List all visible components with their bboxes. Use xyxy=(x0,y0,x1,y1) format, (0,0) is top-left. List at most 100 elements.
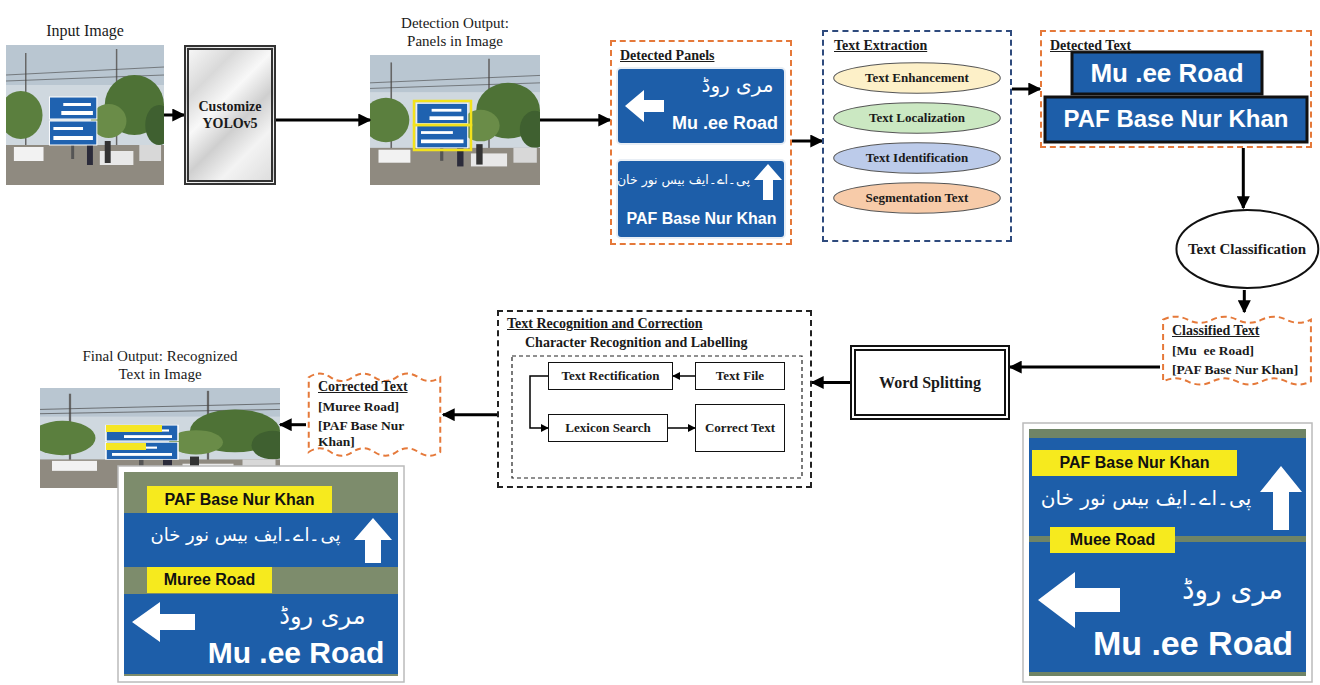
sign-text: مری روڈ xyxy=(1165,568,1300,612)
road-sign xyxy=(1029,542,1306,672)
recognized-text-tag: Muree Road xyxy=(147,567,272,593)
sign-text: پی۔اے۔ایف بیس نور خان xyxy=(1040,482,1252,514)
step-label: Text Identification xyxy=(866,150,968,166)
sign-text: PAF Base Nur Khan xyxy=(621,204,782,234)
process-ellipse: Text Identification xyxy=(832,142,1002,174)
text-line: [Mu ee Road] xyxy=(1172,343,1304,359)
box-label: Text Rectification xyxy=(561,369,659,384)
image-caption: Final Output: Recognized Text in Image xyxy=(73,347,248,383)
text-tag xyxy=(106,425,162,432)
sign-arrow xyxy=(132,602,195,642)
photo-frame xyxy=(118,466,404,682)
image-caption: Input Image xyxy=(0,21,175,40)
recognized-text-tag: PAF Base Nur Khan xyxy=(147,486,332,513)
sign-arrow xyxy=(1260,466,1302,530)
flow-arrow xyxy=(1012,88,1040,91)
flow-arrow xyxy=(276,119,370,122)
group-heading: Text Recognition and Correction xyxy=(507,316,802,333)
recognized-text-tag: Muee Road xyxy=(1050,527,1175,553)
flow-arrow xyxy=(1242,148,1245,208)
group-heading: Detected Text xyxy=(1050,38,1302,55)
wavy-outline xyxy=(1163,317,1311,385)
photo-ground xyxy=(1029,429,1306,676)
sign-text: پی۔اے۔ایف بیس نور خان xyxy=(622,164,750,196)
sign-text: مری روڈ xyxy=(255,598,390,634)
flow-arrow xyxy=(443,413,497,416)
flow-arrow xyxy=(540,119,610,122)
box-label: Text File xyxy=(716,369,764,384)
photo-frame: Input Image xyxy=(6,45,164,185)
ellipse-outline xyxy=(834,183,1001,213)
inner-dashed-box xyxy=(512,356,802,478)
step-label: Text Classification xyxy=(1188,240,1306,259)
process-ellipse: Text Classification xyxy=(1175,208,1320,290)
sign-text: پی۔اے۔ایف بیس نور خان xyxy=(148,519,343,551)
wavy-outline xyxy=(309,374,441,456)
model-box: Customize YOLOv5 xyxy=(184,45,276,185)
road-sign xyxy=(617,68,785,144)
ellipse-outline xyxy=(834,63,1001,93)
dashed-group: Text Recognition and CorrectionCharacter… xyxy=(497,310,812,488)
text-crop xyxy=(1045,97,1307,142)
road-sign xyxy=(1029,438,1306,536)
flow-arrow xyxy=(668,427,695,429)
flow-arrow xyxy=(530,376,548,428)
text-line: [Muree Road] xyxy=(318,399,433,415)
flow-arrow xyxy=(1010,366,1160,369)
photo-frame xyxy=(1023,423,1312,682)
box-label: Customize YOLOv5 xyxy=(193,98,267,133)
flow-arrow xyxy=(673,375,695,377)
flow-arrow xyxy=(164,114,184,117)
sign-text: Mu .ee Road xyxy=(1076,54,1258,92)
photo-frame: Final Output: Recognized Text in Image xyxy=(40,388,280,488)
group-heading: Text Extraction xyxy=(834,38,1000,55)
group-heading: Detected Panels xyxy=(620,48,782,65)
flow-arrow xyxy=(792,140,822,143)
sign-text: مری روڈ xyxy=(695,70,780,100)
sign-arrow xyxy=(354,518,392,563)
process-box: Word Splitting xyxy=(850,345,1010,420)
sign-arrow xyxy=(754,164,782,200)
flow-arrow xyxy=(1243,290,1246,312)
process-box: Lexicon Search xyxy=(548,414,668,442)
group-heading: Classified Text xyxy=(1172,323,1304,340)
photo-frame: Detection Output: Panels in Image xyxy=(370,55,540,185)
flow-arrow xyxy=(280,423,306,426)
sign-text: PAF Base Nur Khan xyxy=(1049,99,1303,139)
sign-arrow xyxy=(1038,572,1120,628)
dashed-group: Text ExtractionText EnhancementText Loca… xyxy=(822,30,1012,242)
box-label: Correct Text xyxy=(705,421,775,436)
detection-photo xyxy=(363,55,550,185)
image-caption: Detection Output: Panels in Image xyxy=(380,14,530,50)
wavy-box: Classified Text[Mu ee Road][PAF Base Nur… xyxy=(1160,312,1314,389)
process-box: Correct Text xyxy=(695,404,785,452)
recognized-text-tag: PAF Base Nur Khan xyxy=(1032,450,1237,476)
text-crop xyxy=(1072,52,1262,94)
step-label: Text Localization xyxy=(869,110,965,126)
sub-heading: Character Recognition and Labelling xyxy=(507,335,802,352)
step-label: Segmentation Text xyxy=(866,190,969,206)
detection-box xyxy=(414,101,471,125)
group-heading: Corrected Text xyxy=(318,379,433,396)
process-box: Text File xyxy=(695,362,785,390)
process-ellipse: Text Localization xyxy=(832,102,1002,134)
ellipse-outline xyxy=(1176,210,1318,288)
process-ellipse: Segmentation Text xyxy=(832,182,1002,214)
photo-ground xyxy=(124,472,398,676)
step-label: Text Enhancement xyxy=(865,70,969,86)
box-label: Word Splitting xyxy=(879,374,981,392)
road-sign xyxy=(124,513,398,567)
road-sign xyxy=(617,160,785,238)
text-line: [PAF Base Nur Khan] xyxy=(318,418,433,450)
text-tag xyxy=(106,443,146,450)
sign-arrow xyxy=(625,90,664,122)
box-label: Lexicon Search xyxy=(565,421,650,436)
sign-text: Mu .ee Road xyxy=(198,634,394,672)
sign-text: Mu .ee Road xyxy=(1082,620,1304,666)
process-box: Text Rectification xyxy=(548,362,673,390)
input-photo xyxy=(0,45,173,185)
detection-box xyxy=(414,125,471,150)
ellipse-outline xyxy=(834,143,1001,173)
